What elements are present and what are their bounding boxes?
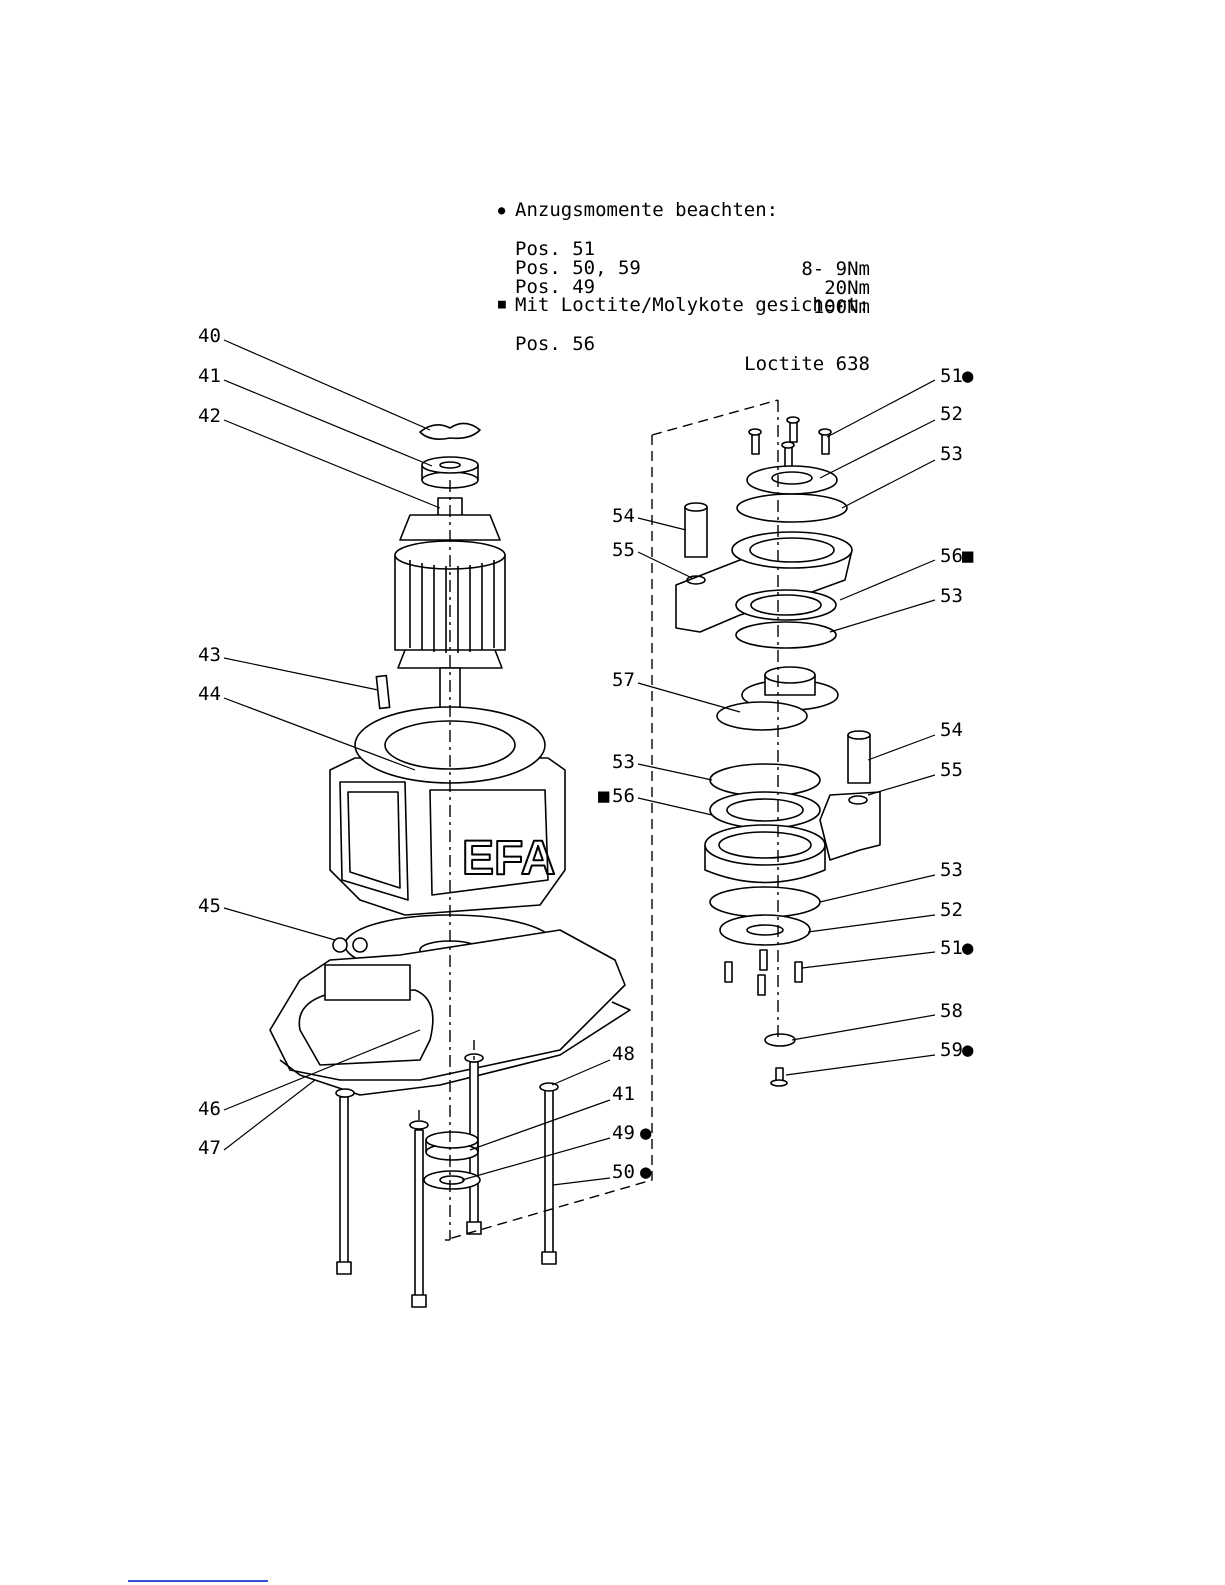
callout-54-lower: 54 <box>940 719 963 741</box>
marker-56-top: ■ <box>962 545 974 567</box>
callout-57: 57 <box>612 669 635 691</box>
marker-51-lower: ● <box>962 937 974 959</box>
callout-40: 40 <box>198 325 221 347</box>
callout-52-lower: 52 <box>940 899 963 921</box>
callout-53-d: 53 <box>940 859 963 881</box>
loctite-row: Pos. 56 Loctite 638 <box>515 314 870 374</box>
callout-42: 42 <box>198 405 221 427</box>
efa-logo: EFA <box>462 832 555 885</box>
torque-header: Anzugsmomente beachten: <box>515 199 779 221</box>
callout-numbers: 40 41 42 43 44 45 46 47 48 41 49 50 ● ● … <box>198 325 974 1183</box>
callout-51-top: 51 <box>940 365 963 387</box>
callout-51-lower: 51 <box>940 937 963 959</box>
part-45-47-base-plate <box>269 914 631 1096</box>
part-44-motor-housing: EFA <box>329 706 566 916</box>
marker-56-lower: ■ <box>598 785 610 807</box>
callout-45: 45 <box>198 895 221 917</box>
loctite-header: Mit Loctite/Molykote gesichert: <box>515 294 870 316</box>
part-43-key <box>375 674 391 710</box>
callout-53-c: 53 <box>612 751 635 773</box>
right-bearing-assembly <box>675 416 881 1087</box>
callout-43: 43 <box>198 644 221 666</box>
callout-52-top: 52 <box>940 403 963 425</box>
torque-row-pos: Pos. 51 <box>515 238 596 260</box>
torque-note: ● Anzugsmomente beachten: Pos. 51 8- 9Nm… <box>498 200 870 320</box>
callout-44: 44 <box>198 683 221 705</box>
marker-49: ● <box>640 1122 652 1144</box>
callout-58: 58 <box>940 1000 963 1022</box>
part-40-wave-washer <box>419 422 481 440</box>
callout-47: 47 <box>198 1137 221 1159</box>
torque-row-pos: Pos. 49 <box>515 276 596 298</box>
loctite-row-pos: Pos. 56 <box>515 333 596 355</box>
torque-row-value: 20Nm <box>824 277 870 299</box>
torque-row: Pos. 49 100Nm <box>515 257 870 317</box>
callout-48: 48 <box>612 1043 635 1065</box>
callout-55-top: 55 <box>612 539 635 561</box>
callout-53-b: 53 <box>940 585 963 607</box>
callout-56-top: 56 <box>940 545 963 567</box>
assembly-dashed-guide <box>418 399 779 1241</box>
callout-55-lower: 55 <box>940 759 963 781</box>
callout-46: 46 <box>198 1098 221 1120</box>
callout-49: 49 <box>612 1122 635 1144</box>
callout-56-lower: 56 <box>612 785 635 807</box>
callout-41: 41 <box>198 365 221 387</box>
leader-lines <box>223 339 936 1186</box>
callout-41-lower: 41 <box>612 1083 635 1105</box>
torque-row-value: 8- 9Nm <box>801 258 870 280</box>
callout-54-top: 54 <box>612 505 635 527</box>
marker-59: ● <box>962 1039 974 1061</box>
torque-row: Pos. 50, 59 20Nm <box>515 238 870 298</box>
marker-51-top: ● <box>962 365 974 387</box>
callout-53-a: 53 <box>940 443 963 465</box>
callout-59: 59 <box>940 1039 963 1061</box>
torque-row: Pos. 51 8- 9Nm <box>515 219 870 279</box>
loctite-row-value: Loctite 638 <box>744 353 870 375</box>
callout-50: 50 <box>612 1161 635 1183</box>
loctite-note: ■ Mit Loctite/Molykote gesichert: Pos. 5… <box>498 295 870 375</box>
marker-50: ● <box>640 1161 652 1183</box>
part-41-49-bottom-bearing-nut <box>423 1131 481 1190</box>
bullet-square-marker: ■ <box>498 297 506 312</box>
torque-row-pos: Pos. 50, 59 <box>515 257 641 279</box>
bullet-dot-marker: ● <box>498 203 506 217</box>
torque-row-value: 100Nm <box>812 296 870 318</box>
footer-link-underline <box>128 1580 268 1582</box>
